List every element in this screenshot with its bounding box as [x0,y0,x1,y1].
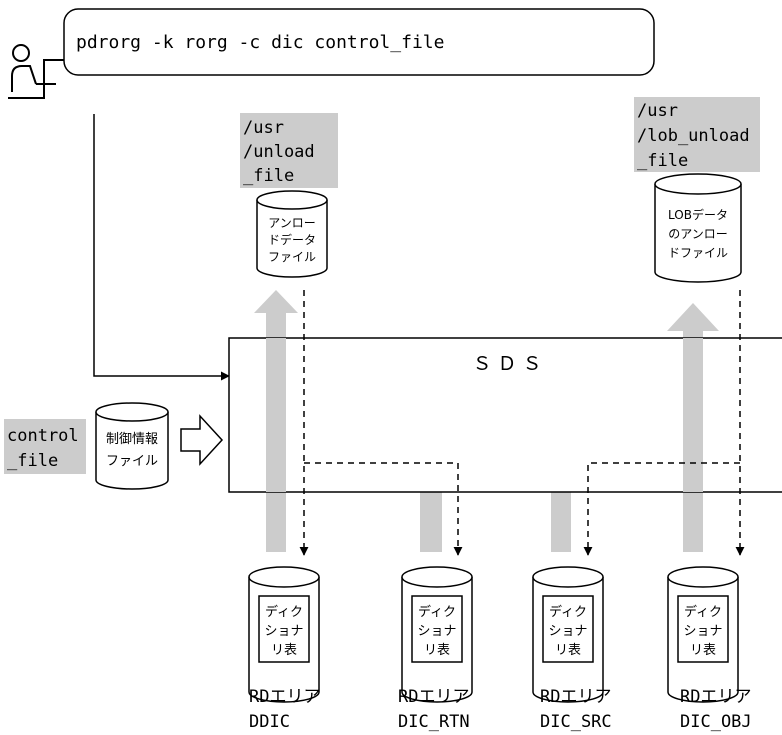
svg-text:ディク: ディク [684,604,722,620]
unload-path-label: /usr /unload _file [240,113,338,188]
rdarea-dic-obj: ディク ショナ リ表 RDエリア DIC_OBJ [667,566,752,732]
svg-text:RDエリア: RDエリア [398,687,469,707]
svg-text:/usr: /usr [243,118,284,138]
flow-arrows-in-sds [266,338,703,492]
svg-text:ドファイル: ドファイル [668,246,728,260]
svg-text:ファイル: ファイル [106,454,158,469]
unload-data-file: アンロー ドデータ ファイル [256,190,328,278]
svg-text:DIC_SRC: DIC_SRC [540,712,612,732]
control-info-file: 制御情報 ファイル [95,402,169,490]
rdarea-ddic: ディク ショナ リ表 RDエリア DDIC [248,566,320,732]
command-text: pdrorg -k rorg -c dic control_file [76,32,444,53]
svg-text:のアンロー: のアンロー [668,227,728,241]
svg-text:ショナ: ショナ [417,624,456,639]
dictionary-table [258,595,310,663]
svg-text:_file: _file [243,166,294,186]
svg-text:制御情報: 制御情報 [106,432,158,447]
svg-text:リ表: リ表 [555,643,581,658]
svg-text:RDエリア: RDエリア [540,687,611,707]
svg-text:DIC_RTN: DIC_RTN [398,712,470,732]
svg-text:ショナ: ショナ [683,624,722,639]
lob-unload-file: LOBデータ のアンロー ドファイル [654,173,742,283]
user-terminal-icon [8,44,64,99]
svg-text:ショナ: ショナ [548,624,587,639]
svg-text:リ表: リ表 [690,643,716,658]
svg-text:LOBデータ: LOBデータ [668,207,728,222]
dashed-flow-arrows [299,290,745,556]
svg-text:_file: _file [637,151,688,171]
svg-text:ディク: ディク [418,604,456,620]
sds-label: ＳＤＳ [472,353,547,375]
svg-text:ファイル: ファイル [268,250,316,264]
svg-text:/usr: /usr [637,101,678,121]
command-box: pdrorg -k rorg -c dic control_file [63,8,655,76]
rdarea-dic-rtn: ディク ショナ リ表 RDエリア DIC_RTN [398,566,473,732]
dictionary-table [411,595,463,663]
svg-text:/unload: /unload [243,142,315,162]
svg-text:RDエリア: RDエリア [249,687,320,707]
svg-text:リ表: リ表 [424,643,450,658]
svg-text:DDIC: DDIC [249,712,290,732]
dictionary-table [677,595,729,663]
rdarea-dic-src: ディク ショナ リ表 RDエリア DIC_SRC [532,566,612,732]
svg-text:ドデータ: ドデータ [268,232,316,247]
svg-text:アンロー: アンロー [268,216,316,230]
svg-text:DIC_OBJ: DIC_OBJ [680,712,752,732]
control-file-arrow [180,414,224,466]
control-file-label: control _file [4,419,86,474]
svg-text:control: control [7,426,79,446]
svg-text:ショナ: ショナ [264,624,303,639]
svg-text:リ表: リ表 [271,643,297,658]
svg-text:ディク: ディク [549,604,587,620]
command-arrow [93,114,230,381]
svg-text:ディク: ディク [265,604,303,620]
lob-path-label: /usr /lob_unload _file [634,97,760,172]
dictionary-table [542,595,594,663]
svg-text:_file: _file [7,451,58,471]
svg-text:/lob_unload: /lob_unload [637,126,750,146]
svg-text:RDエリア: RDエリア [680,687,751,707]
